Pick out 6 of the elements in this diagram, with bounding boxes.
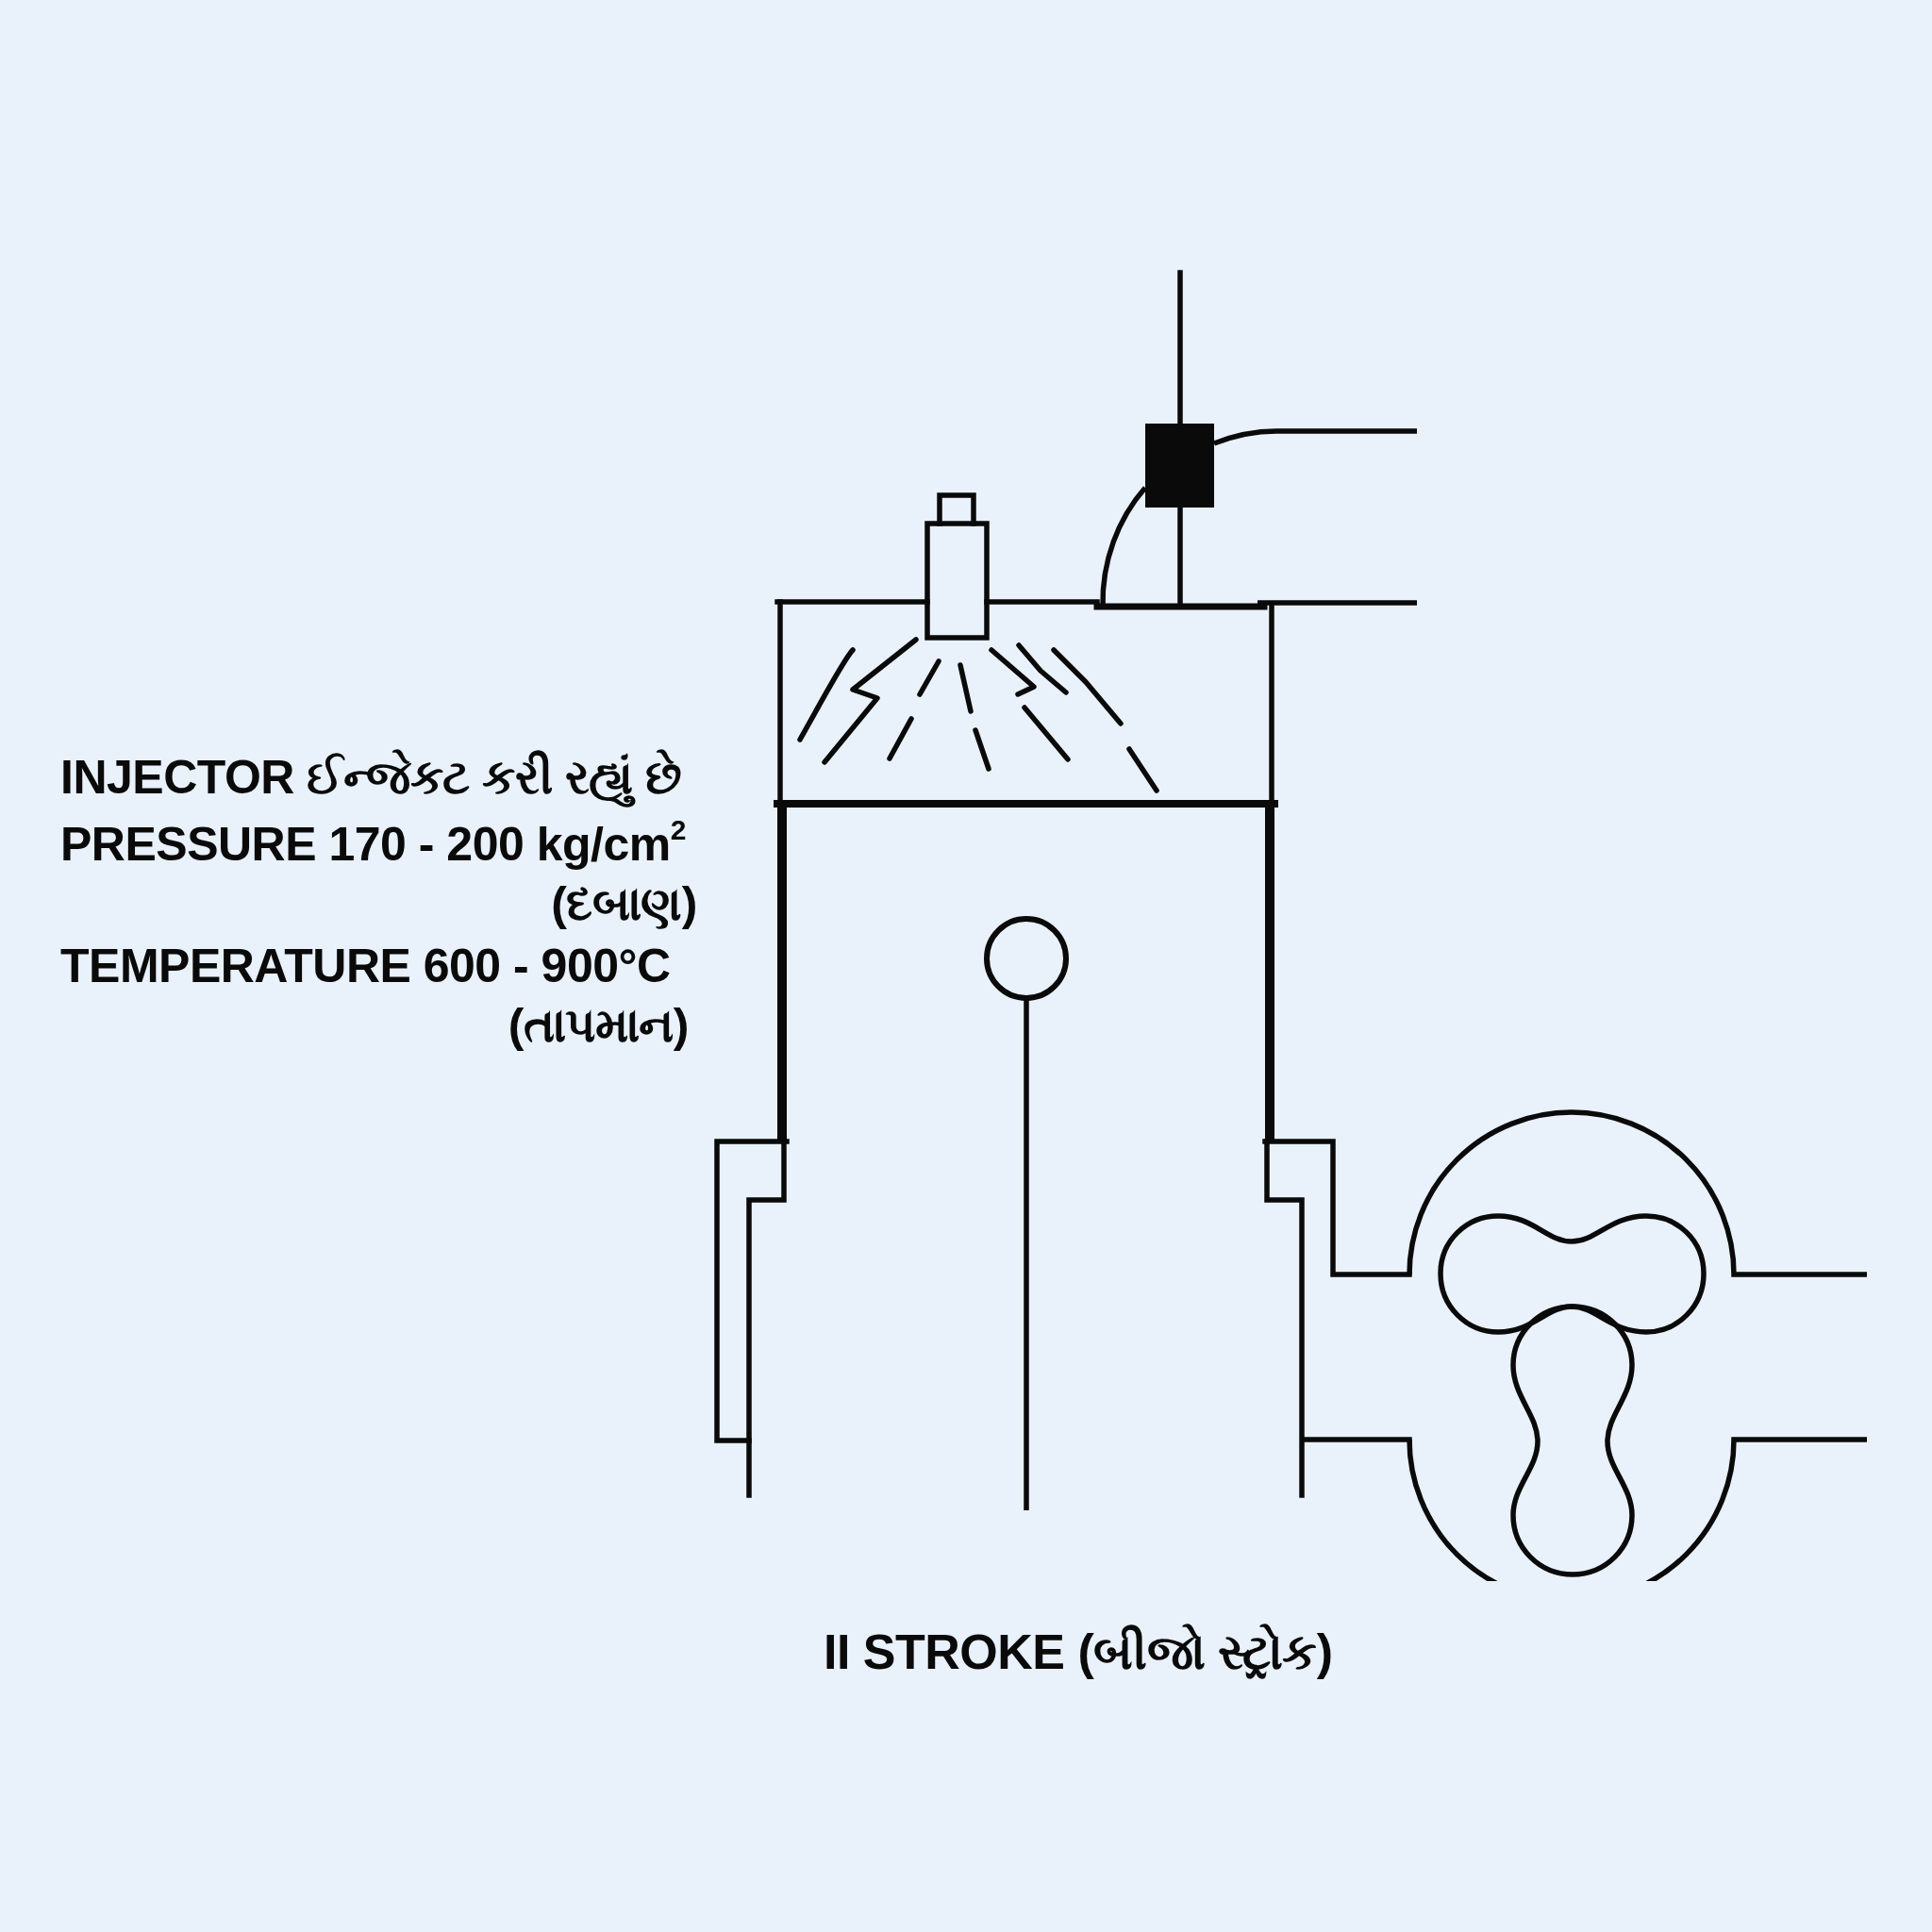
pressure-translation: (દબાણ) bbox=[551, 877, 697, 932]
temperature-note: TEMPERATURE 600 - 900°C bbox=[60, 940, 671, 994]
injector-note: INJECTOR ઈન્જેકટ કરી રહ્યું છે bbox=[60, 751, 682, 806]
stroke-caption: II STROKE (બીજો સ્ટ્રોક) bbox=[824, 1624, 1333, 1681]
temperature-translation: (તાપમાન) bbox=[508, 999, 689, 1054]
pressure-note: PRESSURE 170 - 200 kg/cm$^{2}$ bbox=[60, 818, 686, 873]
